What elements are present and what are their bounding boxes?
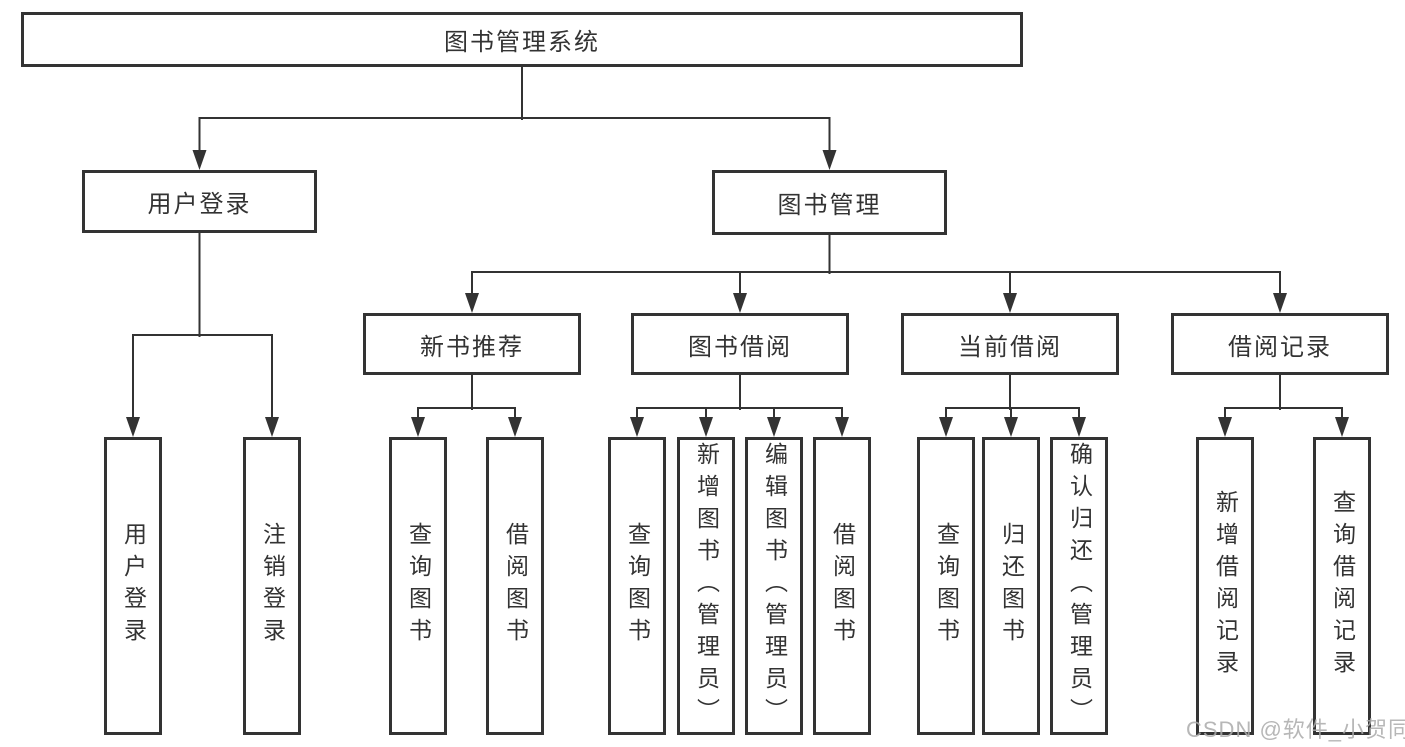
leaf-borrow-books-borrowing: 借阅图书 xyxy=(813,437,871,735)
leaf-confirm-return-admin: 确认归还（管理员） xyxy=(1050,437,1108,735)
leaf-borrow-books-recommendation-label: 借阅图书 xyxy=(502,522,529,650)
leaf-add-books-admin: 新增图书（管理员） xyxy=(677,437,735,735)
leaf-logout-label: 注销登录 xyxy=(259,522,286,650)
node-current-borrowing-label: 当前借阅 xyxy=(958,333,1062,361)
leaf-add-borrow-record: 新增借阅记录 xyxy=(1196,437,1254,735)
node-borrowing-records: 借阅记录 xyxy=(1171,313,1389,375)
node-borrowing-records-label: 借阅记录 xyxy=(1228,333,1332,361)
leaf-edit-books-admin: 编辑图书（管理员） xyxy=(745,437,803,735)
leaf-query-books-borrowing: 查询图书 xyxy=(608,437,666,735)
node-user-login-label: 用户登录 xyxy=(147,191,252,218)
leaf-edit-books-admin-label: 编辑图书（管理员） xyxy=(761,442,788,730)
node-root-system: 图书管理系统 xyxy=(21,12,1023,67)
node-book-management-label: 图书管理 xyxy=(777,192,882,219)
node-current-borrowing: 当前借阅 xyxy=(901,313,1119,375)
node-book-borrowing-label: 图书借阅 xyxy=(688,333,792,361)
leaf-logout: 注销登录 xyxy=(243,437,301,735)
leaf-return-books: 归还图书 xyxy=(982,437,1040,735)
node-new-book-recommendation-label: 新书推荐 xyxy=(420,333,524,361)
leaf-query-borrow-record: 查询借阅记录 xyxy=(1313,437,1371,735)
leaf-user-login-label: 用户登录 xyxy=(120,522,147,650)
node-book-borrowing: 图书借阅 xyxy=(631,313,849,375)
leaf-add-borrow-record-label: 新增借阅记录 xyxy=(1212,490,1239,682)
leaf-user-login: 用户登录 xyxy=(104,437,162,735)
leaf-return-books-label: 归还图书 xyxy=(998,522,1025,650)
leaf-query-books-current-label: 查询图书 xyxy=(933,522,960,650)
leaf-query-books-recommendation: 查询图书 xyxy=(389,437,447,735)
node-user-login: 用户登录 xyxy=(82,170,317,233)
leaf-borrow-books-borrowing-label: 借阅图书 xyxy=(829,522,856,650)
leaf-borrow-books-recommendation: 借阅图书 xyxy=(486,437,544,735)
node-root-system-label: 图书管理系统 xyxy=(444,29,600,56)
leaf-query-books-recommendation-label: 查询图书 xyxy=(405,522,432,650)
leaf-confirm-return-admin-label: 确认归还（管理员） xyxy=(1066,442,1093,730)
leaf-query-books-borrowing-label: 查询图书 xyxy=(624,522,651,650)
leaf-add-books-admin-label: 新增图书（管理员） xyxy=(693,442,720,730)
node-new-book-recommendation: 新书推荐 xyxy=(363,313,581,375)
node-book-management: 图书管理 xyxy=(712,170,947,235)
leaf-query-borrow-record-label: 查询借阅记录 xyxy=(1329,490,1356,682)
csdn-watermark: CSDN @软件_小贺同学 xyxy=(1186,717,1405,742)
leaf-query-books-current: 查询图书 xyxy=(917,437,975,735)
